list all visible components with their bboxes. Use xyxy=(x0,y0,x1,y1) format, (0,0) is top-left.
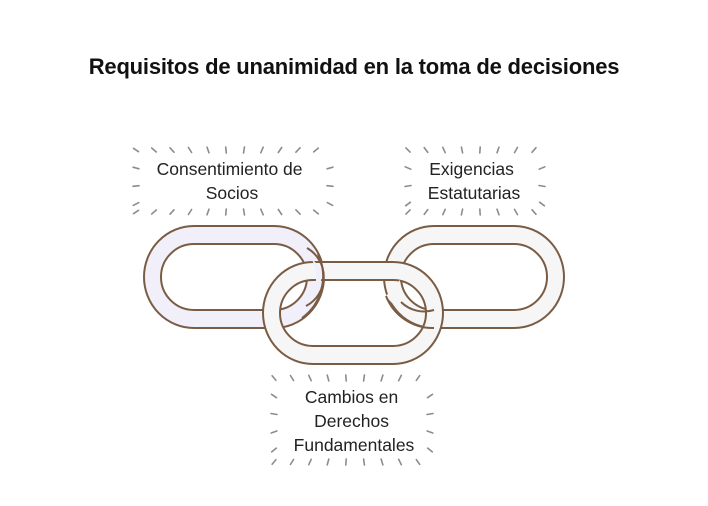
burst-consent-tick xyxy=(277,208,283,216)
burst-statutory-tick xyxy=(460,208,464,216)
label-consent-line-1: Consentimiento de xyxy=(157,159,303,179)
label-bursts xyxy=(132,146,546,466)
burst-consent-tick xyxy=(132,147,140,153)
chain-weave-left-edge-outer xyxy=(301,253,325,319)
burst-statutory-tick xyxy=(531,208,537,216)
label-statutory-line-1: Exigencias xyxy=(429,159,514,179)
burst-consent-tick xyxy=(132,166,140,170)
burst-statutory-tick xyxy=(496,146,500,154)
burst-fundamental-tick xyxy=(326,374,330,382)
burst-statutory-tick xyxy=(405,147,411,153)
burst-fundamental-tick xyxy=(289,374,295,382)
burst-consent-tick xyxy=(242,208,246,216)
burst-statutory-tick xyxy=(404,201,412,207)
burst-fundamental-tick xyxy=(289,458,295,466)
chain-weave-right-edge-outer xyxy=(385,295,435,330)
burst-consent-tick xyxy=(259,146,265,154)
burst-fundamental-tick xyxy=(415,374,421,382)
burst-fundamental-tick xyxy=(270,412,278,416)
burst-consent-tick xyxy=(132,201,140,207)
burst-consent-tick xyxy=(132,184,140,188)
burst-consent-tick xyxy=(206,208,210,216)
chain-link-middle xyxy=(262,261,444,365)
burst-consent-tick xyxy=(295,147,301,153)
burst-fundamental-tick xyxy=(426,393,434,399)
label-fundamental-line-3: Fundamentales xyxy=(294,435,415,455)
burst-fundamental-tick xyxy=(362,458,366,466)
burst-consent-tick xyxy=(312,147,320,153)
burst-consent-tick xyxy=(277,146,283,154)
burst-statutory-tick xyxy=(538,166,546,170)
label-statutory: Exigencias Estatutarias xyxy=(428,159,521,203)
burst-statutory-tick xyxy=(538,184,546,188)
burst-consent-tick xyxy=(326,166,334,170)
chain-weave-right xyxy=(386,280,410,314)
burst-fundamental-tick xyxy=(270,393,278,399)
burst-fundamental-tick xyxy=(415,458,421,466)
burst-statutory-tick xyxy=(405,209,411,215)
label-consent-line-2: Socios xyxy=(206,183,259,203)
label-fundamental-line-1: Cambios en xyxy=(305,387,398,407)
burst-fundamental-tick xyxy=(397,374,403,382)
chain-link-right xyxy=(383,225,565,329)
burst-consent-tick xyxy=(150,147,158,153)
burst-statutory-tick xyxy=(531,146,537,154)
burst-fundamental-tick xyxy=(362,374,366,382)
burst-consent-tick xyxy=(169,147,175,153)
burst-consent-tick xyxy=(242,146,246,154)
burst-fundamental-tick xyxy=(426,430,434,434)
burst-statutory-tick xyxy=(404,184,412,188)
burst-fundamental-tick xyxy=(307,374,313,382)
burst-statutory-tick xyxy=(423,146,429,154)
label-fundamental-line-2: Derechos xyxy=(314,411,389,431)
burst-consent-tick xyxy=(224,146,228,154)
burst-fundamental-tick xyxy=(380,374,384,382)
burst-fundamental-tick xyxy=(397,458,403,466)
burst-statutory-tick xyxy=(441,208,447,216)
burst-consent-tick xyxy=(169,209,175,215)
chain-weave-right-edge xyxy=(400,301,435,313)
burst-statutory-tick xyxy=(538,201,546,207)
burst-fundamental-tick xyxy=(426,447,434,453)
label-statutory-line-2: Estatutarias xyxy=(428,183,521,203)
burst-consent-tick xyxy=(224,208,228,216)
burst-statutory-tick xyxy=(513,208,519,216)
burst-consent-tick xyxy=(326,184,334,188)
burst-consent-tick xyxy=(132,209,140,215)
burst-fundamental-tick xyxy=(270,447,278,453)
burst-consent-tick xyxy=(187,146,193,154)
burst-statutory-tick xyxy=(423,208,429,216)
burst-consent-tick xyxy=(187,208,193,216)
burst-statutory-tick xyxy=(513,146,519,154)
burst-fundamental-tick xyxy=(271,458,277,466)
burst-consent-tick xyxy=(312,209,320,215)
burst-consent-tick xyxy=(206,146,210,154)
burst-statutory-tick xyxy=(404,166,412,170)
chain-weave-left xyxy=(298,254,323,314)
burst-statutory-tick xyxy=(496,208,500,216)
burst-fundamental-tick xyxy=(426,412,434,416)
burst-statutory-tick xyxy=(441,146,447,154)
burst-consent-tick xyxy=(150,209,158,215)
burst-fundamental-tick xyxy=(326,458,330,466)
burst-statutory-tick xyxy=(460,146,464,154)
burst-consent-tick xyxy=(259,208,265,216)
burst-fundamental-tick xyxy=(380,458,384,466)
burst-fundamental-tick xyxy=(270,430,278,434)
burst-consent-tick xyxy=(295,209,301,215)
burst-fundamental-tick xyxy=(271,374,277,382)
burst-fundamental-tick xyxy=(307,458,313,466)
label-consent: Consentimiento de Socios xyxy=(157,159,308,203)
burst-consent-tick xyxy=(326,201,334,207)
diagram-title: Requisitos de unanimidad en la toma de d… xyxy=(88,54,620,79)
label-fundamental: Cambios en Derechos Fundamentales xyxy=(294,387,415,455)
